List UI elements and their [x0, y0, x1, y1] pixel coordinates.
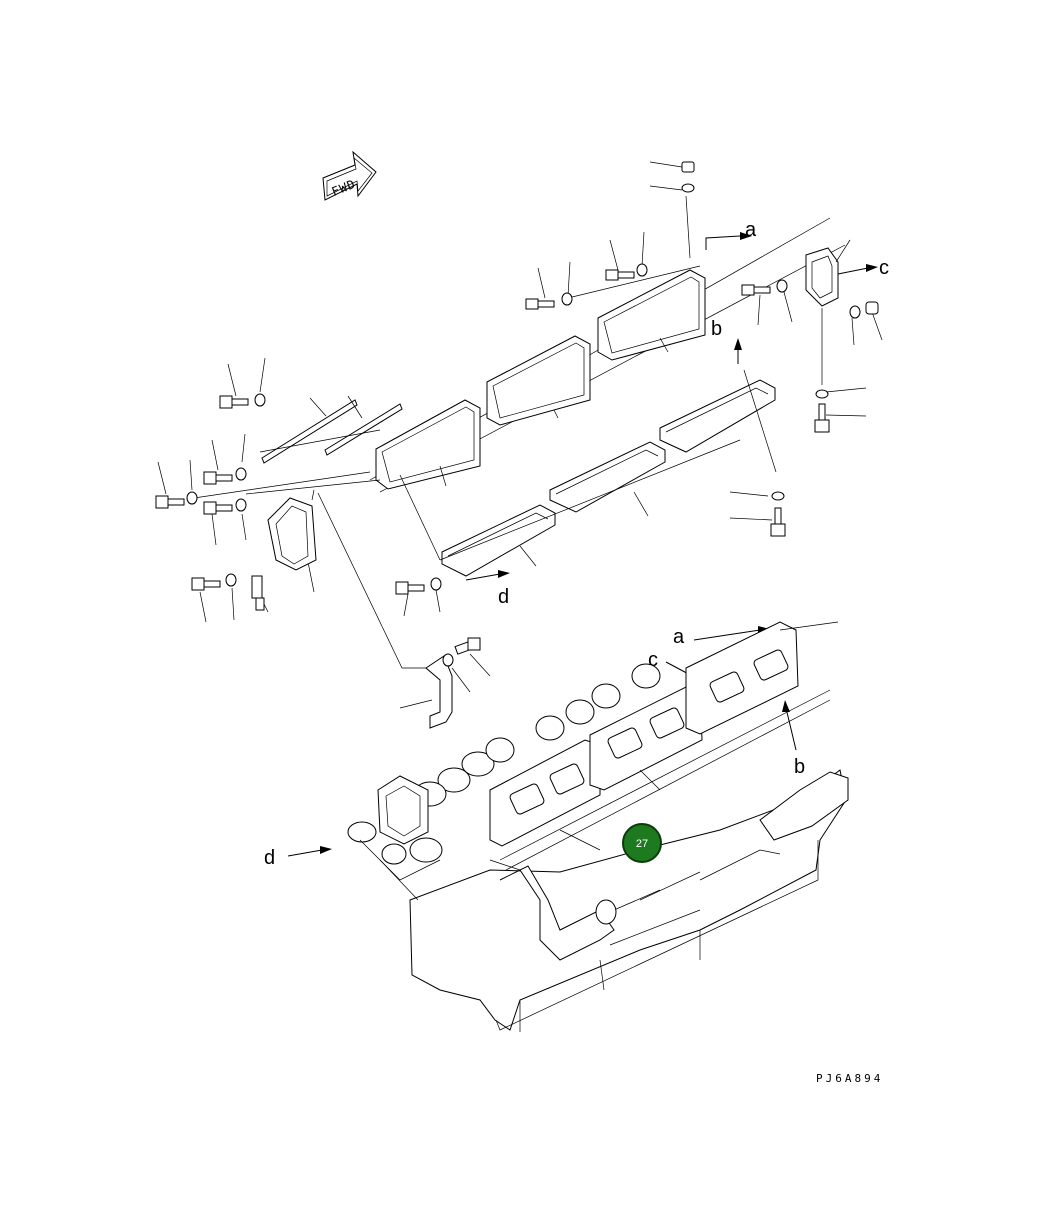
bolt-icon	[155, 495, 185, 509]
bolt-icon	[454, 637, 481, 655]
lower-rail-row	[399, 369, 777, 617]
washer-icon	[254, 393, 266, 407]
callout-number: 27	[636, 838, 648, 850]
label-d-top: d	[498, 586, 509, 608]
bolt-icon	[814, 403, 830, 433]
callout-circle[interactable]	[622, 823, 662, 863]
washer-icon	[442, 653, 454, 667]
label-d-bottom: d	[264, 847, 275, 869]
washer-icon	[681, 183, 695, 193]
bolt-icon	[741, 284, 771, 296]
reference-arrows: a c b d a c b d	[264, 219, 889, 869]
washer-icon	[430, 577, 442, 591]
label-b-top: b	[711, 318, 722, 340]
washer-icon	[636, 263, 648, 277]
washer-icon	[776, 279, 788, 293]
label-c-bottom: c	[648, 649, 658, 671]
washer-icon	[225, 573, 237, 587]
bolt-icon	[605, 269, 635, 281]
washer-icon	[561, 292, 573, 306]
bolt-icon	[219, 395, 249, 409]
bolt-icon	[770, 507, 786, 537]
washer-icon	[235, 498, 247, 512]
callout-badge[interactable]: 27	[622, 823, 662, 863]
nut-icon	[681, 161, 695, 173]
washer-icon	[186, 491, 198, 505]
bolt-icon	[203, 501, 233, 515]
bolt-washer-group-middle	[395, 491, 786, 595]
nut-icon	[865, 301, 879, 315]
bolt-icon	[525, 298, 555, 310]
mounting-bracket	[267, 489, 317, 571]
label-a-top: a	[745, 219, 757, 241]
bolt-icon	[203, 471, 233, 485]
bolt-icon	[395, 581, 425, 595]
washer-icon	[235, 467, 247, 481]
bolt-washer-group	[155, 161, 879, 611]
fwd-arrow-icon: FWD	[322, 150, 377, 201]
lower-bracket	[399, 637, 491, 729]
label-c-top: c	[879, 257, 889, 279]
label-b-bottom: b	[794, 756, 805, 778]
label-a-bottom: a	[673, 626, 685, 648]
washer-icon	[815, 389, 829, 399]
washer-icon	[849, 305, 861, 319]
drawing-code: PJ6A894	[816, 1072, 883, 1085]
washer-icon	[771, 491, 785, 501]
engine-block	[347, 621, 849, 1032]
upper-cover-row	[157, 161, 883, 623]
sensor-icon	[251, 575, 265, 611]
bolt-icon	[191, 577, 221, 591]
